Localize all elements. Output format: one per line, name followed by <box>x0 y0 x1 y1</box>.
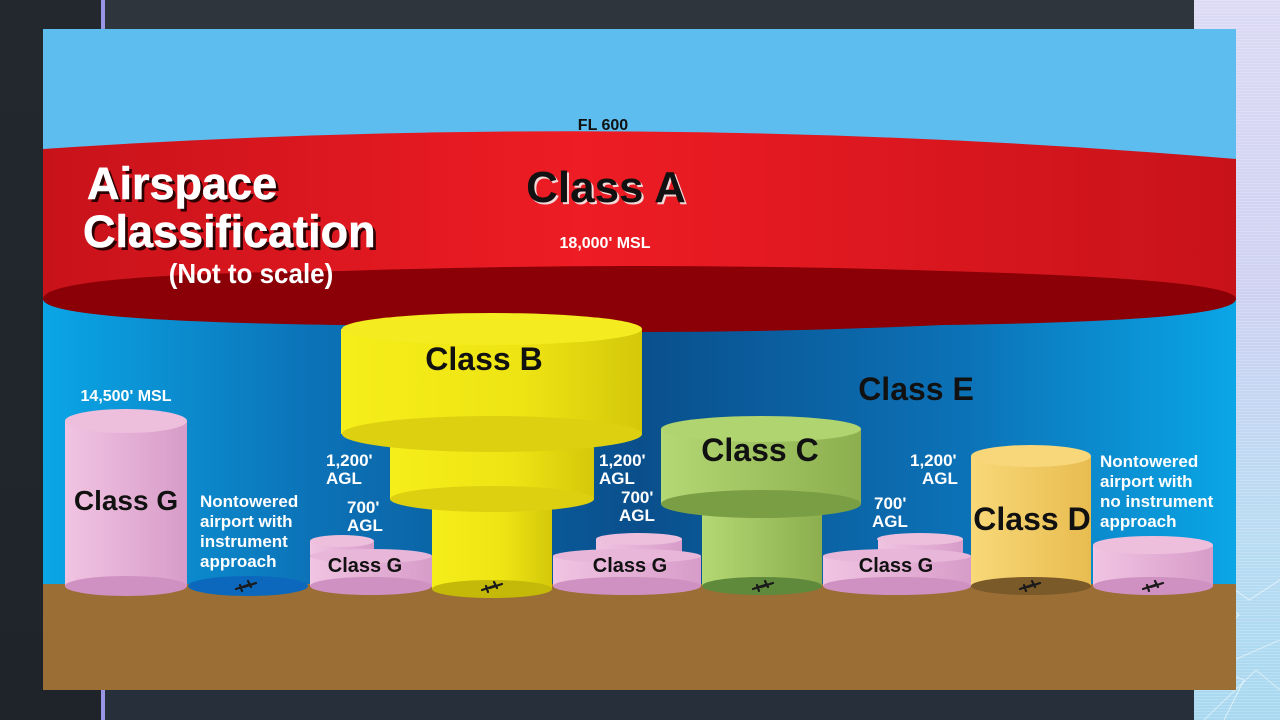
svg-text:AGL: AGL <box>599 469 635 488</box>
svg-text:airport with: airport with <box>200 512 293 531</box>
class-g-under-b-right <box>553 533 701 595</box>
class-g-right-of-c <box>823 533 971 595</box>
runway-icon <box>234 579 258 593</box>
class-c-label: Class C <box>701 432 818 468</box>
nontowered-instrument-airport-label: Nontowered airport with instrument appro… <box>200 492 298 571</box>
class-a-layer <box>43 131 1236 332</box>
class-g-tall-label: Class G <box>74 485 178 516</box>
class-g-c-right-label: Class G <box>859 555 933 577</box>
class-c-cylinder <box>661 416 861 595</box>
class-g-altitude-label: 14,500' MSL <box>81 388 172 405</box>
altitude-label-1200-b-right: 1,200' AGL <box>599 451 646 488</box>
svg-text:Classification: Classification <box>86 209 379 260</box>
svg-text:AGL: AGL <box>922 469 958 488</box>
svg-text:700': 700' <box>347 498 379 517</box>
svg-text:AGL: AGL <box>347 516 383 535</box>
class-a-floor-label: 18,000' MSL <box>560 235 651 252</box>
nontowered-no-instrument-airport-label: Nontowered airport with no instrument ap… <box>1100 452 1214 531</box>
svg-text:airport with: airport with <box>1100 472 1193 491</box>
runway-icon <box>1141 579 1165 593</box>
altitude-label-1200-b-left: 1,200' AGL <box>326 451 373 488</box>
class-g-b-right-label: Class G <box>593 555 667 577</box>
not-to-scale-note: (Not to scale) <box>169 258 334 289</box>
svg-text:Nontowered: Nontowered <box>200 492 298 511</box>
airspace-diagram: FL 600 Airspace Airspace Classification … <box>43 29 1236 690</box>
altitude-label-1200-d-left: 1,200' AGL <box>910 451 958 488</box>
svg-text:approach: approach <box>1100 512 1177 531</box>
altitude-label-700-b-left: 700' AGL <box>347 498 383 535</box>
runway-icon <box>1018 579 1042 593</box>
class-d-label: Class D <box>973 501 1090 537</box>
ground <box>43 584 1236 690</box>
svg-text:700': 700' <box>621 488 653 507</box>
svg-text:no instrument: no instrument <box>1100 492 1214 511</box>
accent-line-top <box>101 0 105 29</box>
title-line-1: Airspace <box>87 158 277 209</box>
class-g-b-left-label: Class G <box>328 555 402 577</box>
svg-text:Nontowered: Nontowered <box>1100 452 1198 471</box>
svg-text:700': 700' <box>874 494 906 513</box>
svg-text:1,200': 1,200' <box>326 451 373 470</box>
class-g-tall-cylinder <box>65 409 187 596</box>
class-a-label: Class A <box>526 163 686 212</box>
svg-text:Class A: Class A <box>528 165 688 214</box>
accent-line-bottom <box>101 690 105 720</box>
class-g-under-b-left <box>310 535 432 595</box>
svg-text:1,200': 1,200' <box>910 451 957 470</box>
runway-icon <box>480 580 504 594</box>
runway-icon <box>751 579 775 593</box>
class-b-cylinder <box>341 313 642 598</box>
class-b-label: Class B <box>425 341 542 377</box>
svg-text:AGL: AGL <box>619 506 655 525</box>
svg-text:instrument: instrument <box>200 532 288 551</box>
class-e-label: Class E <box>858 371 974 407</box>
svg-text:Airspace: Airspace <box>90 161 280 212</box>
diagram-title: Airspace Airspace Classification Classif… <box>83 158 379 289</box>
title-line-2: Classification <box>83 206 376 257</box>
svg-text:AGL: AGL <box>872 512 908 531</box>
svg-text:AGL: AGL <box>326 469 362 488</box>
altitude-label-700-c-right: 700' AGL <box>872 494 908 531</box>
altitude-label-700-b-right: 700' AGL <box>619 488 655 525</box>
fl600-label: FL 600 <box>578 117 629 134</box>
svg-text:approach: approach <box>200 552 277 571</box>
svg-text:1,200': 1,200' <box>599 451 646 470</box>
